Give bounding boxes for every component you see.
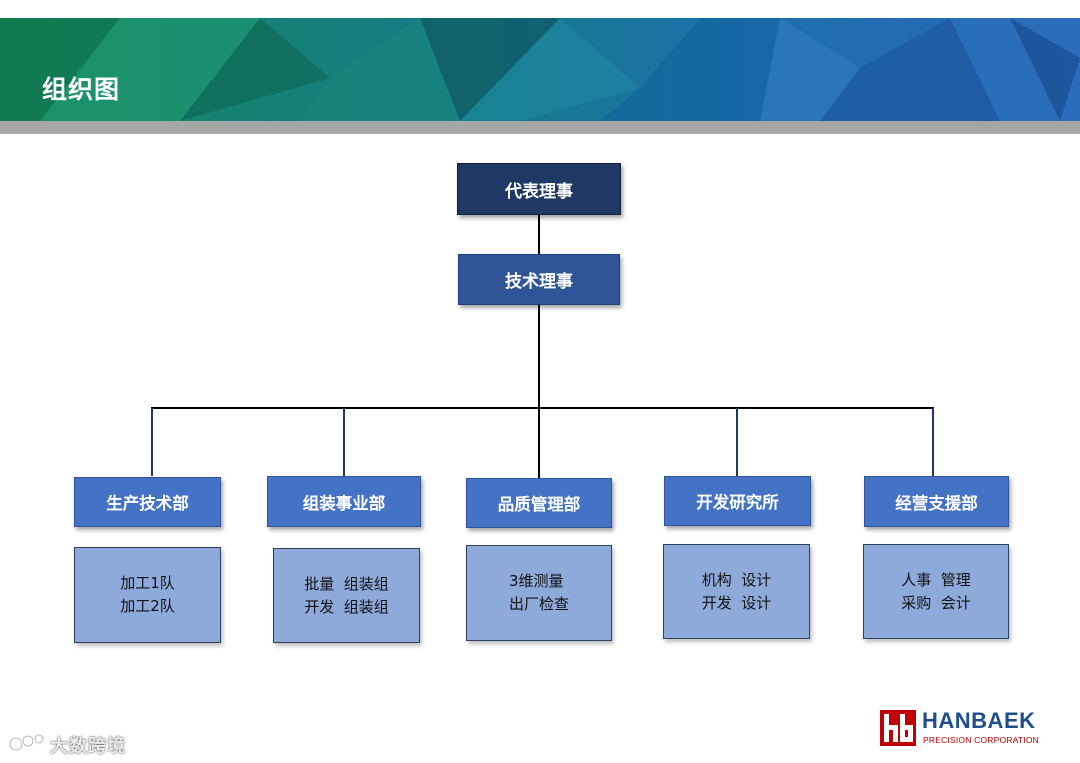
- header-background: [0, 18, 1080, 121]
- org-node-dept-support: 经营支援部: [864, 476, 1009, 527]
- org-subunits-quality: 3维测量 出厂检查: [466, 545, 612, 641]
- header-underline-bar: [0, 121, 1080, 134]
- org-subunits-research: 机构 设计 开发 设计: [663, 544, 810, 639]
- header-banner: 组织图: [0, 18, 1080, 121]
- watermark-text: 大数跨境: [50, 736, 126, 757]
- org-node-dept-assembly: 组装事业部: [267, 476, 421, 527]
- org-subunits-assembly: 批量 组装组 开发 组装组: [273, 548, 420, 643]
- watermark-logo-icon: [8, 733, 45, 752]
- org-node-technical-director: 技术理事: [458, 254, 620, 305]
- company-logo: HANBAEK PRECISION CORPORATION: [880, 707, 1055, 747]
- hb-logo-icon: [880, 710, 916, 746]
- org-node-representative-director: 代表理事: [457, 163, 621, 215]
- org-node-dept-research: 开发研究所: [664, 476, 811, 526]
- logo-company-subtitle: PRECISION CORPORATION: [923, 735, 1039, 745]
- org-node-dept-production: 生产技术部: [74, 477, 221, 527]
- org-subunits-support: 人事 管理 采购 会计: [863, 544, 1009, 639]
- page-title: 组织图: [42, 75, 121, 104]
- org-subunits-production: 加工1队 加工2队: [74, 547, 221, 643]
- logo-company-name: HANBAEK: [922, 708, 1036, 733]
- org-node-dept-quality: 品质管理部: [466, 478, 612, 528]
